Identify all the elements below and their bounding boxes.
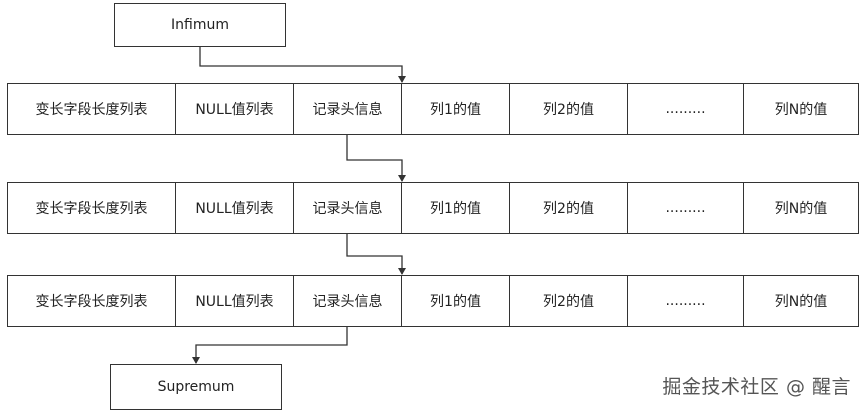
cell-col2-value: 列2的值 — [510, 183, 628, 233]
cell-var-length-list: 变长字段长度列表 — [8, 276, 176, 326]
record-row-2: 变长字段长度列表 NULL值列表 记录头信息 列1的值 列2的值 .......… — [7, 182, 859, 234]
supremum-label: Supremum — [157, 379, 235, 395]
cell-ellipsis: ......... — [628, 183, 744, 233]
cell-col1-value: 列1的值 — [402, 84, 510, 134]
record-row-1: 变长字段长度列表 NULL值列表 记录头信息 列1的值 列2的值 .......… — [7, 83, 859, 135]
cell-col1-value: 列1的值 — [402, 276, 510, 326]
cell-col2-value: 列2的值 — [510, 276, 628, 326]
cell-col2-value: 列2的值 — [510, 84, 628, 134]
cell-record-header: 记录头信息 — [294, 276, 402, 326]
cell-ellipsis: ......... — [628, 276, 744, 326]
cell-null-list: NULL值列表 — [176, 183, 294, 233]
cell-var-length-list: 变长字段长度列表 — [8, 84, 176, 134]
arrow-row1-to-row2 — [346, 135, 406, 182]
cell-colN-value: 列N的值 — [774, 201, 828, 217]
arrow-row3-to-supremum — [192, 327, 348, 364]
cell-record-header: 记录头信息 — [294, 84, 402, 134]
arrow-infimum-to-row1 — [199, 47, 406, 83]
infimum-box: Infimum — [114, 3, 286, 47]
cell-colN-value: 列N的值 — [774, 294, 828, 310]
cell-colN-value: 列N的值 — [774, 102, 828, 118]
cell-null-list: NULL值列表 — [176, 84, 294, 134]
cell-var-length-list: 变长字段长度列表 — [8, 183, 176, 233]
record-row-3: 变长字段长度列表 NULL值列表 记录头信息 列1的值 列2的值 .......… — [7, 275, 859, 327]
cell-ellipsis: ......... — [628, 84, 744, 134]
supremum-box: Supremum — [110, 364, 282, 410]
arrow-row2-to-row3 — [346, 234, 406, 275]
infimum-label: Infimum — [171, 17, 229, 33]
cell-null-list: NULL值列表 — [176, 276, 294, 326]
cell-record-header: 记录头信息 — [294, 183, 402, 233]
cell-col1-value: 列1的值 — [402, 183, 510, 233]
watermark-text: 掘金技术社区 @ 醒言 — [662, 376, 851, 398]
